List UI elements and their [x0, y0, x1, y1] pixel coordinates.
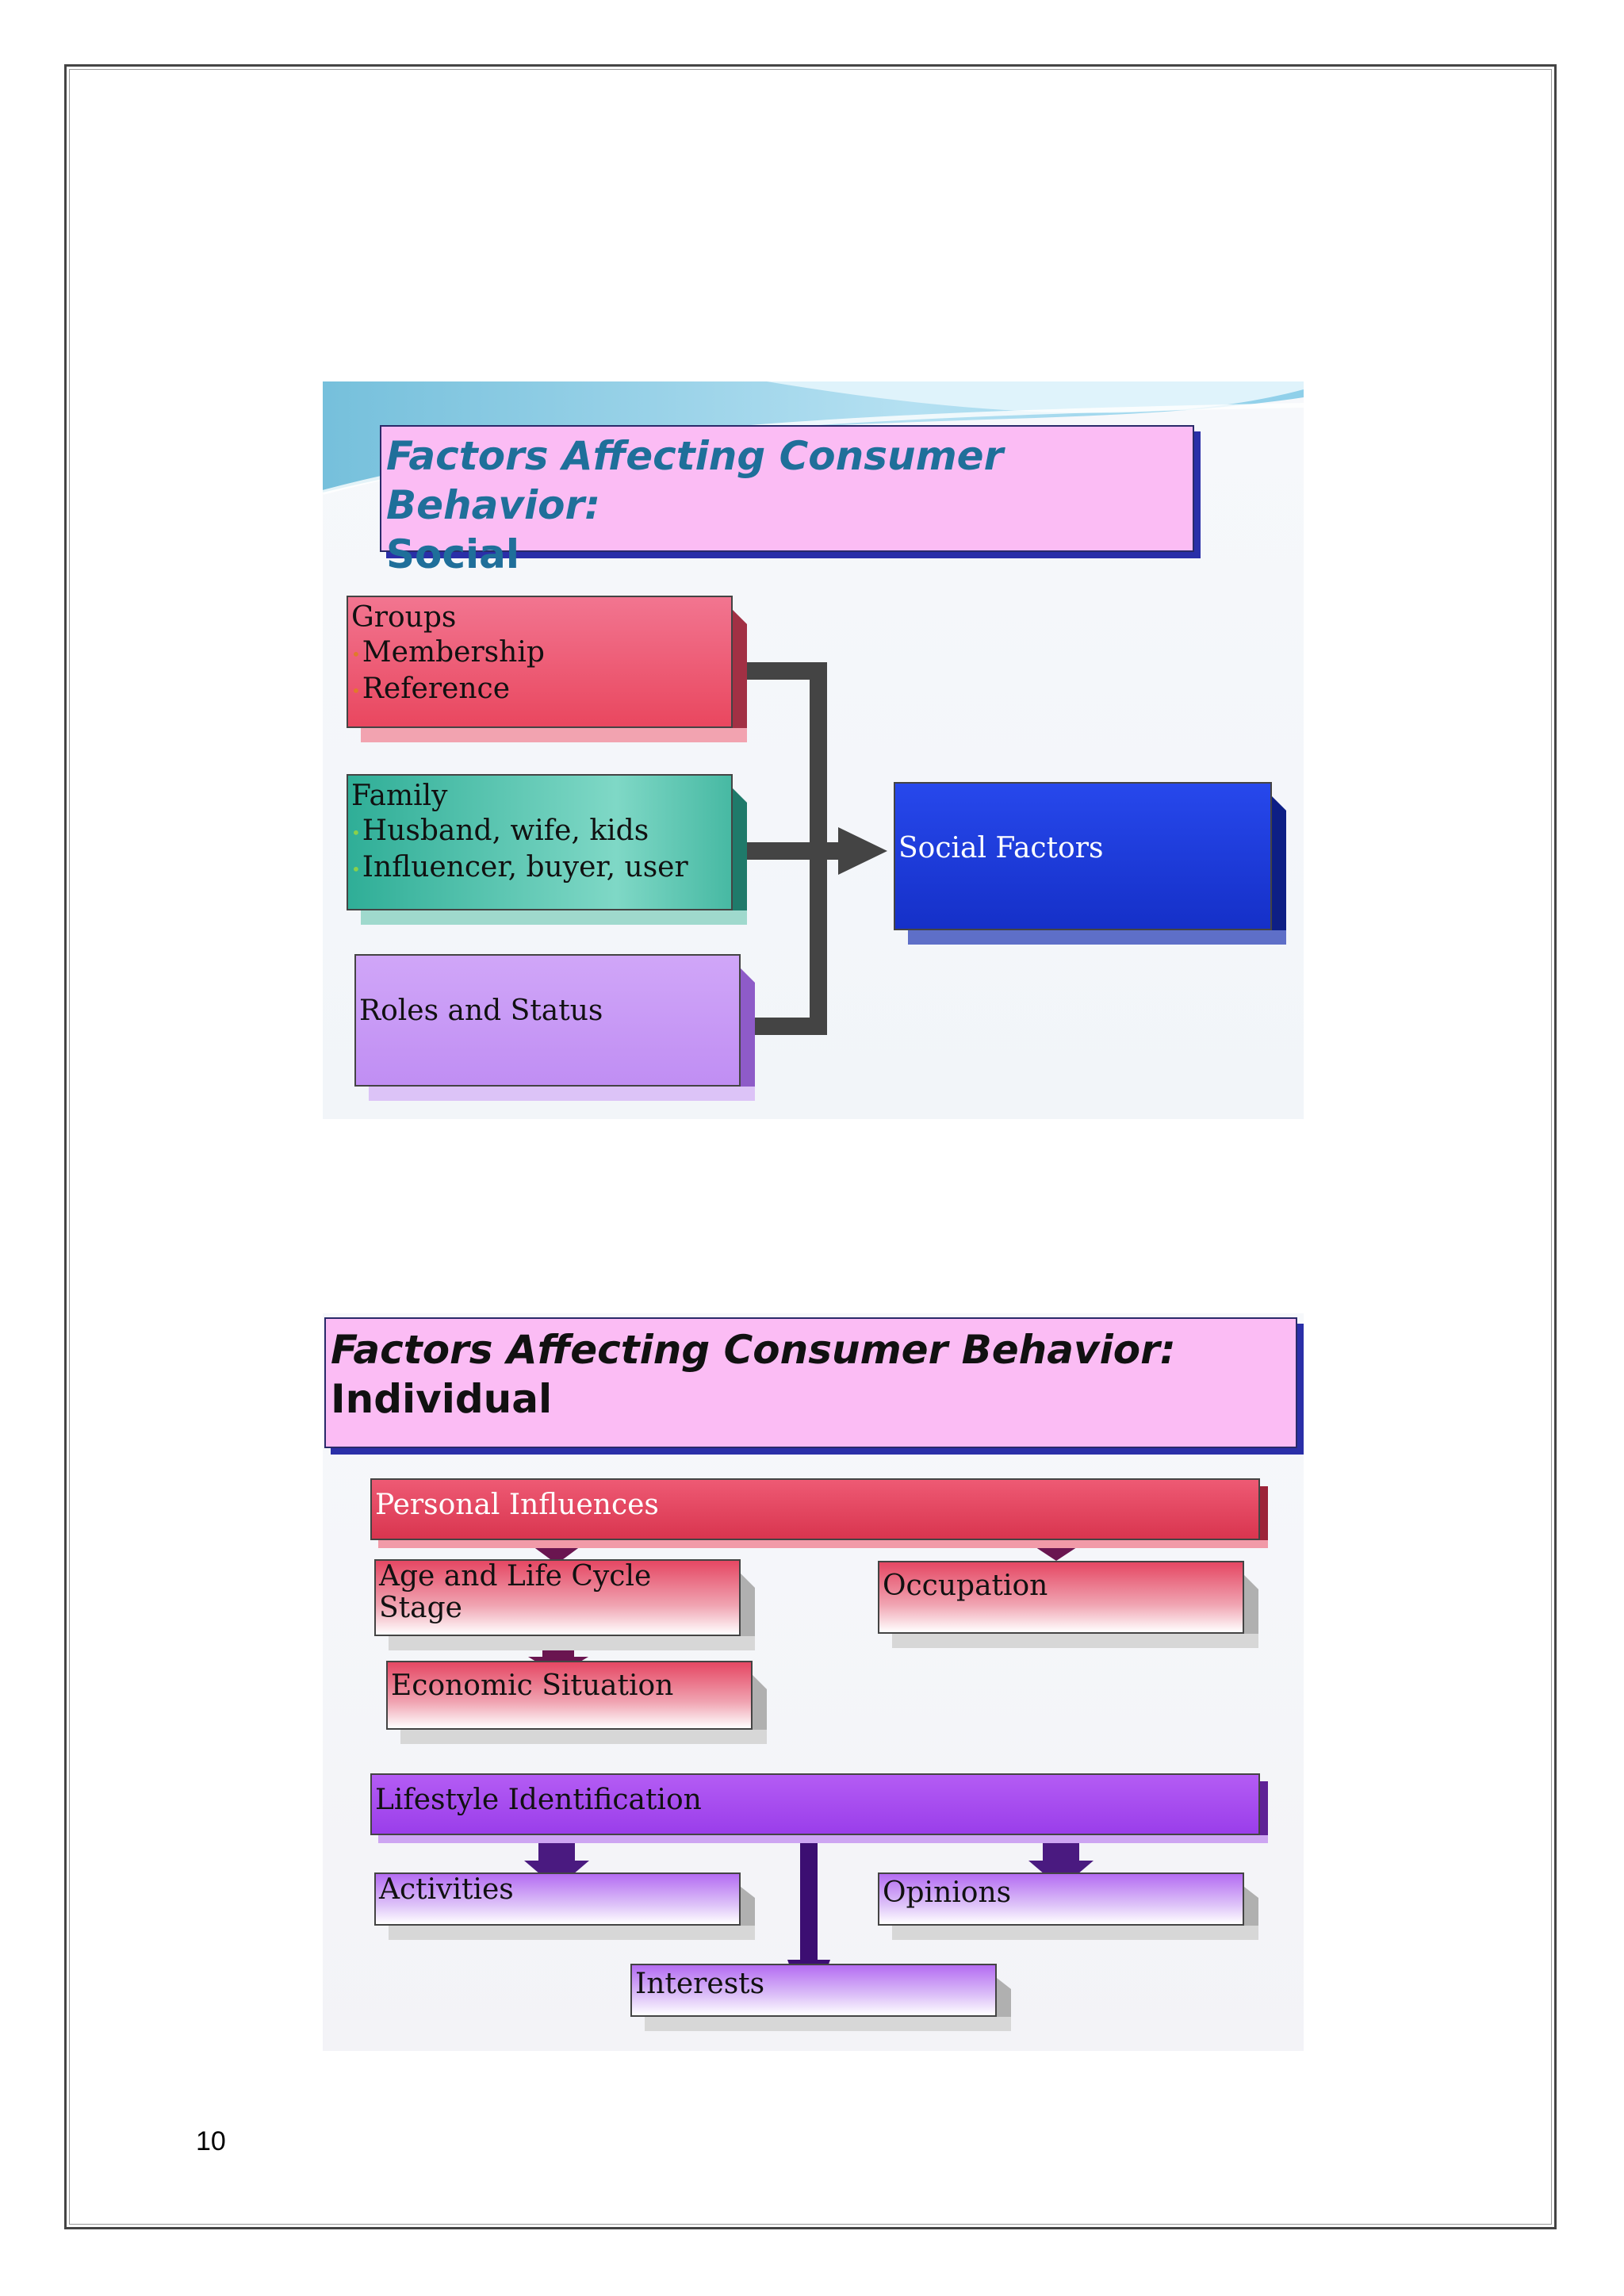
- slide-title-line2: Social: [386, 531, 520, 577]
- down-arrow-icon: [528, 1646, 588, 1675]
- interests-box: Interests: [630, 1964, 1011, 2031]
- connector-arrow: [838, 827, 887, 875]
- slide-title-line1: Factors Affecting Consumer Behavior:: [386, 433, 1004, 528]
- slide-title-line1: Factors Affecting Consumer Behavior:: [331, 1327, 1176, 1373]
- social-factors-box: Social Factors: [894, 782, 1286, 945]
- interests-label: Interests: [635, 1968, 765, 2000]
- lifestyle-identification-bar: Lifestyle Identification: [370, 1773, 1268, 1843]
- groups-box: Groups •Membership •Reference: [347, 596, 747, 742]
- connector-diagram: [743, 662, 887, 1035]
- roles-status-box: Roles and Status: [354, 954, 755, 1101]
- groups-item: Membership: [362, 636, 545, 669]
- slide-title-line2: Individual: [331, 1376, 553, 1422]
- slide-title: Factors Affecting Consumer Behavior: Ind…: [324, 1317, 1297, 1448]
- economic-situation-label: Economic Situation: [391, 1669, 674, 1702]
- down-arrow-icon: [1028, 1837, 1094, 1888]
- page-number: 10: [196, 2126, 226, 2156]
- age-life-cycle-label-2: Stage: [379, 1592, 462, 1624]
- bullet-icon: •: [351, 645, 361, 664]
- groups-heading: Groups: [351, 601, 457, 634]
- opinions-box: Opinions: [878, 1872, 1258, 1940]
- slide-social: Factors Affecting Consumer Behavior: Soc…: [323, 381, 1304, 1119]
- activities-box: Activities: [374, 1872, 755, 1940]
- personal-influences-bar: Personal Influences: [370, 1478, 1268, 1548]
- opinions-label: Opinions: [883, 1876, 1012, 1909]
- family-heading: Family: [351, 780, 448, 812]
- groups-item: Reference: [362, 673, 511, 705]
- age-life-cycle-box: Age and Life Cycle Stage: [374, 1559, 755, 1650]
- bullet-icon: •: [351, 860, 361, 879]
- bullet-icon: •: [351, 681, 361, 700]
- economic-situation-box: Economic Situation: [386, 1661, 767, 1744]
- page-border: [64, 64, 1557, 2229]
- occupation-label: Occupation: [883, 1570, 1048, 1602]
- lifestyle-identification-label: Lifestyle Identification: [375, 1784, 702, 1816]
- down-arrow-icon: [524, 1837, 589, 1888]
- family-item: Influencer, buyer, user: [362, 851, 688, 884]
- page-border-inner: [69, 69, 1552, 2225]
- slide-individual: Factors Affecting Consumer Behavior: Ind…: [323, 1313, 1304, 2051]
- personal-influences-label: Personal Influences: [375, 1489, 659, 1521]
- age-life-cycle-label: Age and Life Cycle: [379, 1560, 652, 1593]
- family-box: Family •Husband, wife, kids •Influencer,…: [347, 774, 747, 925]
- roles-status-label: Roles and Status: [359, 995, 603, 1027]
- family-item: Husband, wife, kids: [362, 815, 649, 847]
- activities-label: Activities: [379, 1873, 514, 1906]
- bullet-icon: •: [351, 823, 361, 842]
- social-factors-label: Social Factors: [898, 832, 1104, 864]
- occupation-box: Occupation: [878, 1561, 1258, 1648]
- slide-title: Factors Affecting Consumer Behavior: Soc…: [380, 425, 1194, 577]
